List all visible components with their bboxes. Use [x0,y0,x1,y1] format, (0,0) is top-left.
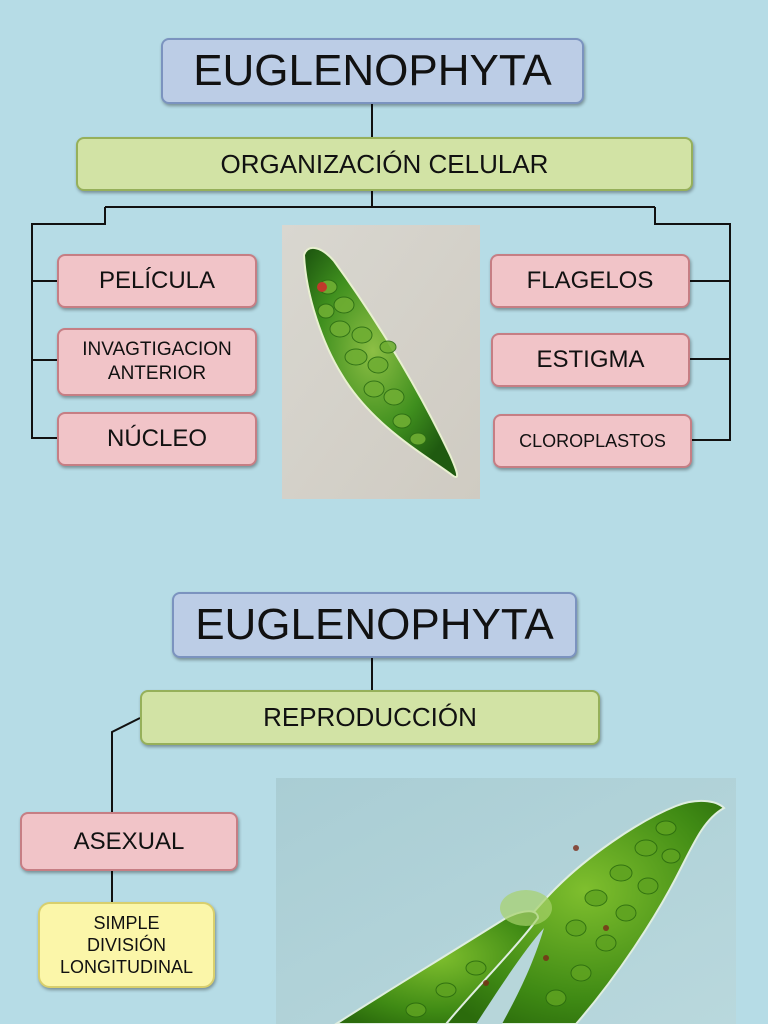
item-estigma: ESTIGMA [491,333,690,387]
slide1-subtitle: ORGANIZACIÓN CELULAR [76,137,693,191]
item-flagelos: FLAGELOS [490,254,690,308]
item-nucleo: NÚCLEO [57,412,257,466]
euglena-division-micrograph [276,778,736,1024]
slide2-title: EUGLENOPHYTA [172,592,577,658]
item-invaginacion-anterior: INVAGTIGACION ANTERIOR [57,328,257,396]
euglena-micrograph [282,225,480,499]
slide2-subtitle: REPRODUCCIÓN [140,690,600,745]
item-cloroplastos: CLOROPLASTOS [493,414,692,468]
item-pelicula: PELÍCULA [57,254,257,308]
detail-simple-division: SIMPLE DIVISIÓN LONGITUDINAL [38,902,215,988]
slide1-title: EUGLENOPHYTA [161,38,584,104]
item-asexual: ASEXUAL [20,812,238,871]
